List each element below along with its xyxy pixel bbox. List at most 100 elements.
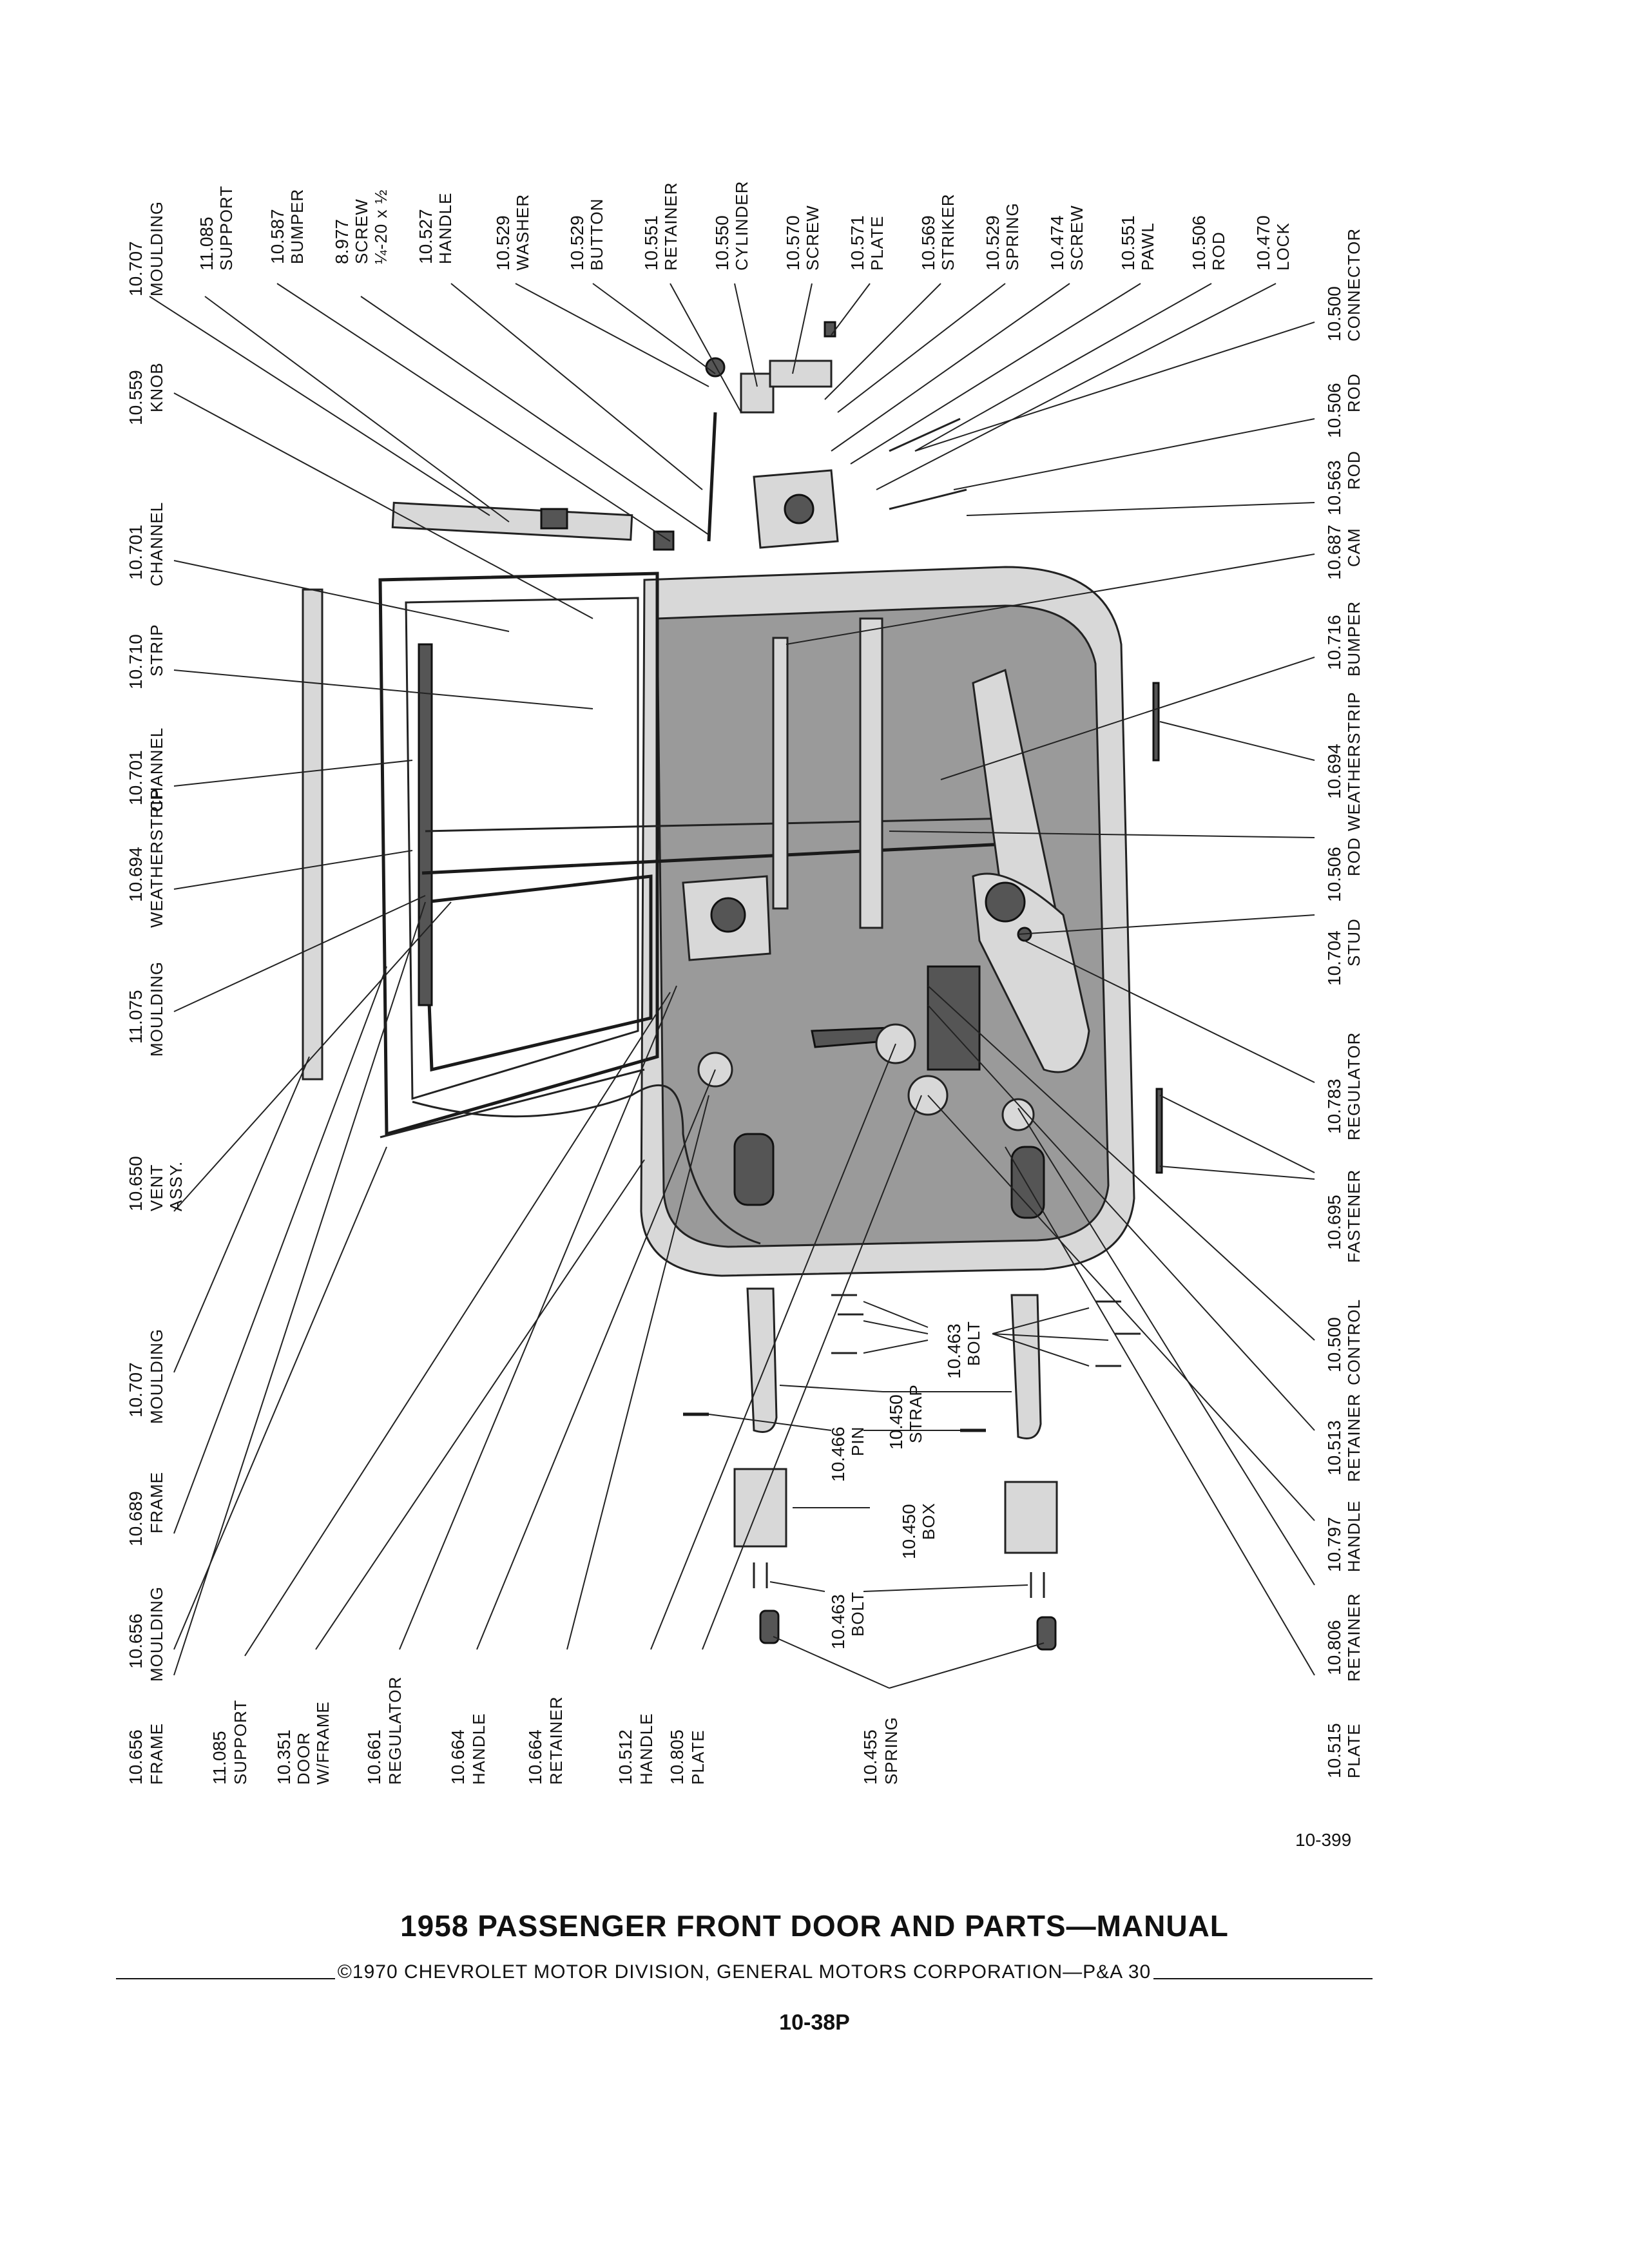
label-top-15-num: 10.506 bbox=[1189, 215, 1209, 271]
label-right-9-name: FASTENER bbox=[1344, 1169, 1364, 1263]
vent-strip bbox=[302, 588, 323, 1081]
label-top-2-name: BUMPER bbox=[287, 189, 307, 264]
label-left-1-name: CHANNEL bbox=[147, 502, 166, 586]
label-right-7-num: 10.704 bbox=[1324, 930, 1344, 986]
label-bottom-1-num: 11.085 bbox=[209, 1731, 229, 1785]
label-bottom-3-num: 10.661 bbox=[364, 1729, 384, 1785]
label-right-5-name: WEATHERSTRIP bbox=[1344, 691, 1364, 831]
hinge-bolts-lower-left bbox=[753, 1562, 768, 1588]
label-right-11-num: 10.513 bbox=[1324, 1420, 1344, 1475]
outside-handle-rod bbox=[707, 412, 717, 542]
label-left-3-num: 10.701 bbox=[126, 750, 146, 805]
regulator-sector bbox=[972, 872, 1090, 1073]
top-bumper-block bbox=[653, 530, 675, 551]
label-bottom-8-num: 10.455 bbox=[860, 1729, 880, 1785]
label-top-9-name: SCREW bbox=[803, 205, 822, 271]
page-number: 10-38P bbox=[779, 2010, 850, 2035]
hinge-box-right bbox=[1004, 1481, 1058, 1554]
label-top-16-name: LOCK bbox=[1273, 222, 1293, 271]
label-bottom-0-num: 10.656 bbox=[126, 1729, 146, 1785]
labels-bottom: 10.656 FRAME 11.085 SUPPORT 10.351 DOOR … bbox=[126, 1677, 901, 1785]
label-hinge-3-name: BOX bbox=[919, 1503, 938, 1540]
label-left-2-name: STRIP bbox=[147, 624, 166, 677]
label-left-8-name: FRAME bbox=[147, 1472, 166, 1533]
label-hinge-4-num: 10.463 bbox=[828, 1594, 848, 1649]
label-top-9-num: 10.570 bbox=[783, 215, 803, 271]
label-hinge-2-num: 10.466 bbox=[828, 1427, 848, 1482]
regulator-gear bbox=[710, 897, 746, 933]
label-top-12-num: 10.529 bbox=[983, 215, 1003, 271]
label-top-16-num: 10.470 bbox=[1253, 215, 1273, 271]
label-hinge-2-name: PIN bbox=[848, 1427, 867, 1456]
label-hinge-0-name: BOLT bbox=[964, 1321, 983, 1366]
labels-right: 10.500 CONNECTOR 10.506 ROD 10.563 ROD 1… bbox=[1324, 228, 1364, 1778]
label-hinge-3-num: 10.450 bbox=[899, 1504, 919, 1559]
label-right-13-name: RETAINER bbox=[1344, 1593, 1364, 1682]
label-top-13-num: 10.474 bbox=[1047, 215, 1067, 271]
label-bottom-1-name: SUPPORT bbox=[231, 1700, 250, 1785]
label-top-12-name: SPRING bbox=[1003, 202, 1022, 271]
label-top-3-num: 8.977 bbox=[332, 219, 352, 264]
label-top-13-name: SCREW bbox=[1067, 205, 1086, 271]
lock-cylinder bbox=[740, 372, 775, 414]
label-bottom-0-name: FRAME bbox=[147, 1723, 166, 1785]
copyright-text: ©1970 CHEVROLET MOTOR DIVISION, GENERAL … bbox=[337, 1961, 1152, 1983]
label-bottom-6-name: HANDLE bbox=[637, 1713, 656, 1785]
label-right-0-num: 10.500 bbox=[1324, 286, 1344, 341]
hinge-artwork bbox=[683, 1287, 1141, 1651]
label-right-7-name: STUD bbox=[1344, 918, 1364, 966]
plate-small bbox=[824, 321, 836, 338]
label-left-6-num: 10.650 bbox=[126, 1156, 146, 1211]
copyright-line: ©1970 CHEVROLET MOTOR DIVISION, GENERAL … bbox=[116, 1956, 1373, 1988]
label-top-14-num: 10.551 bbox=[1118, 215, 1138, 271]
control-escutcheon bbox=[1001, 1098, 1035, 1131]
label-right-10-name: CONTROL bbox=[1344, 1299, 1364, 1385]
label-left-2-num: 10.710 bbox=[126, 634, 146, 689]
window-channel-lower bbox=[423, 874, 653, 1072]
label-top-7-num: 10.551 bbox=[641, 215, 661, 271]
label-top-8-num: 10.550 bbox=[712, 215, 732, 271]
label-left-4-name: WEATHERSTRIP bbox=[147, 788, 166, 928]
hinge-spring-left bbox=[759, 1610, 780, 1644]
label-bottom-8-name: SPRING bbox=[882, 1716, 901, 1785]
label-left-1-num: 10.701 bbox=[126, 524, 146, 580]
label-top-4-name: HANDLE bbox=[436, 193, 455, 264]
label-left-9-name: MOULDING bbox=[147, 1586, 166, 1682]
label-top-11-name: STRIKER bbox=[938, 193, 958, 271]
label-left-5-num: 11.075 bbox=[126, 990, 146, 1044]
label-right-4-name: BUMPER bbox=[1344, 601, 1364, 677]
hinge-strap-left bbox=[746, 1287, 778, 1433]
rear-vertical-channel bbox=[859, 617, 883, 929]
copyright-rule-left bbox=[116, 1978, 335, 1979]
label-left-6-extra: ASSY. bbox=[166, 1161, 186, 1211]
hinge-strap-right bbox=[1010, 1294, 1042, 1439]
figure-code: 10-399 bbox=[1295, 1830, 1352, 1850]
label-top-2-num: 10.587 bbox=[267, 209, 287, 264]
label-right-1-num: 10.506 bbox=[1324, 383, 1344, 438]
label-left-9-num: 10.656 bbox=[126, 1613, 146, 1669]
label-right-13-num: 10.806 bbox=[1324, 1620, 1344, 1675]
label-top-7-name: RETAINER bbox=[661, 182, 680, 271]
label-left-5-name: MOULDING bbox=[147, 961, 166, 1057]
label-right-9-num: 10.695 bbox=[1324, 1195, 1344, 1250]
lower-moulding-curve bbox=[412, 1084, 761, 1245]
label-right-3-name: CAM bbox=[1344, 528, 1364, 567]
label-right-2-num: 10.563 bbox=[1324, 460, 1344, 515]
top-moulding-strip bbox=[391, 501, 633, 541]
leader-lines bbox=[149, 283, 1315, 1689]
label-bottom-3-name: REGULATOR bbox=[385, 1677, 405, 1785]
label-hinge-1-name: STRAP bbox=[906, 1384, 925, 1443]
label-bottom-7-name: PLATE bbox=[688, 1730, 708, 1785]
label-top-1-name: SUPPORT bbox=[217, 186, 236, 271]
label-right-1-name: ROD bbox=[1344, 373, 1364, 412]
label-left-7-num: 10.707 bbox=[126, 1362, 146, 1418]
label-right-14-name: PLATE bbox=[1344, 1724, 1364, 1778]
label-right-8-num: 10.783 bbox=[1324, 1079, 1344, 1134]
label-bottom-7-num: 10.805 bbox=[667, 1729, 687, 1785]
vent-division-bar bbox=[418, 643, 433, 1006]
label-top-10-num: 10.571 bbox=[847, 215, 867, 271]
label-top-0-name: MOULDING bbox=[147, 201, 166, 296]
door-window-frame-inner bbox=[405, 597, 639, 1100]
label-bottom-5-name: RETAINER bbox=[546, 1696, 566, 1785]
hinge-spring-right bbox=[1036, 1616, 1057, 1651]
